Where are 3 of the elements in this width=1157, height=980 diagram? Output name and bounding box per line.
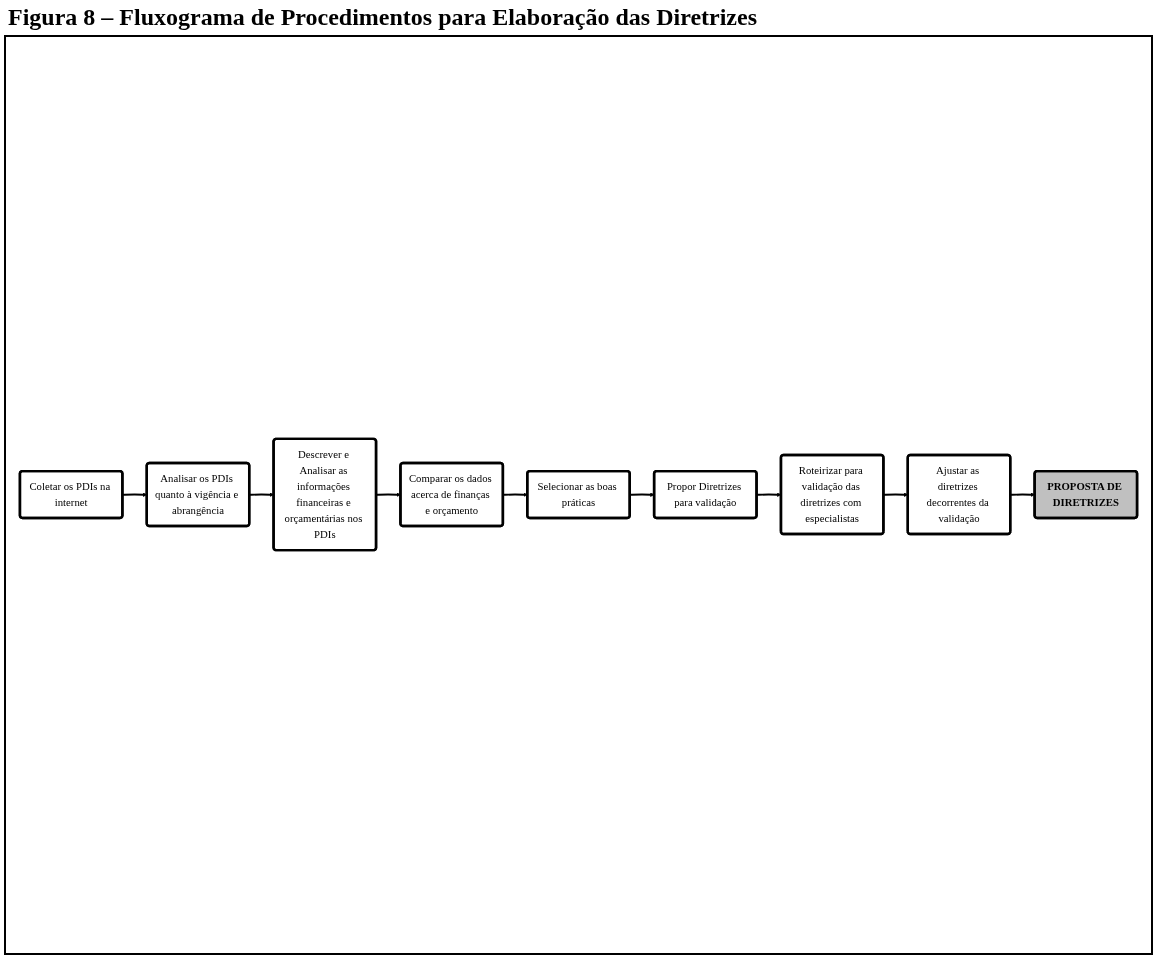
figure-title: Figura 8 – Fluxograma de Procedimentos para Elaboração das Diretrizes	[8, 4, 758, 31]
arrow	[502, 493, 528, 498]
arrow	[629, 493, 655, 498]
